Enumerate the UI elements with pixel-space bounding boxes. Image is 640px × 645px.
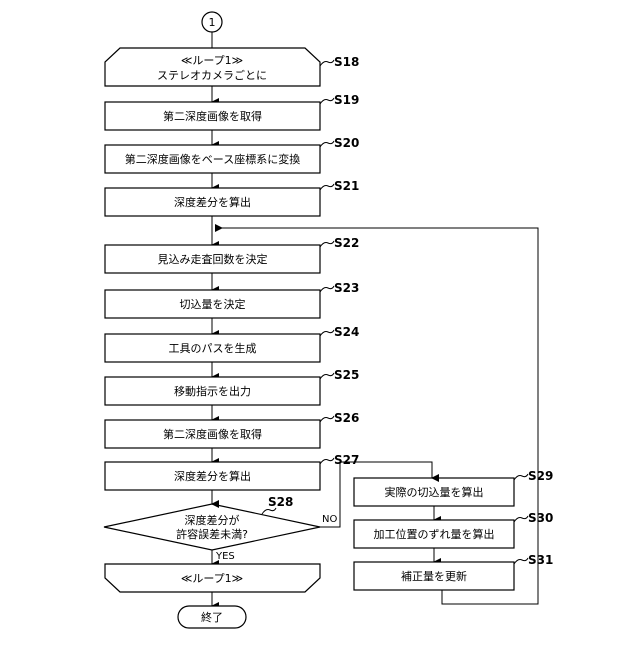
step-label-s21: S21 — [334, 179, 359, 193]
step-box-s24: 工具のパスを生成 — [105, 334, 320, 362]
step-box-s22: 見込み走査回数を決定 — [105, 245, 320, 273]
decision-line1: 深度差分が — [185, 513, 240, 527]
step-label-s26: S26 — [334, 411, 359, 425]
step-box-s23: 切込量を決定 — [105, 290, 320, 318]
step-box-s27-text: 深度差分を算出 — [174, 469, 251, 483]
loop-start-line1: ≪ループ1≫ — [181, 54, 243, 67]
step-label-s29: S29 — [528, 469, 553, 483]
step-label-s30: S30 — [528, 511, 553, 525]
step-label-s25: S25 — [334, 368, 359, 382]
decision-line2: 許容誤差未満? — [176, 527, 248, 541]
loop-end-box: ≪ループ1≫ — [105, 564, 320, 592]
decision-yes-label: YES — [215, 551, 235, 562]
end-terminal: 終了 — [178, 606, 246, 628]
decision-diamond: 深度差分が 許容誤差未満? — [104, 504, 320, 550]
step-box-s27: 深度差分を算出 — [105, 462, 320, 490]
step-label-s20: S20 — [334, 136, 359, 150]
step-box-s31: 補正量を更新 — [354, 562, 514, 590]
step-label-s22: S22 — [334, 236, 359, 250]
loop-start-line2: ステレオカメラごとに — [157, 68, 267, 82]
step-box-s26: 第二深度画像を取得 — [105, 420, 320, 448]
step-box-s23-text: 切込量を決定 — [180, 297, 246, 311]
end-text: 終了 — [201, 610, 223, 624]
step-label-s19: S19 — [334, 93, 359, 107]
step-box-s20: 第二深度画像をベース座標系に変換 — [105, 145, 320, 173]
step-box-s21: 深度差分を算出 — [105, 188, 320, 216]
decision-no-label: NO — [322, 514, 337, 525]
start-connector: 1 — [202, 12, 222, 32]
step-box-s22-text: 見込み走査回数を決定 — [158, 252, 268, 266]
step-label-s27: S27 — [334, 453, 359, 467]
step-label-s18: S18 — [334, 55, 359, 69]
step-box-s29: 実際の切込量を算出 — [354, 478, 514, 506]
step-box-s31-text: 補正量を更新 — [401, 569, 467, 583]
step-box-s24-text: 工具のパスを生成 — [169, 341, 257, 355]
step-box-s26-text: 第二深度画像を取得 — [163, 427, 262, 441]
step-box-s25-text: 移動指示を出力 — [174, 384, 251, 398]
step-box-s21-text: 深度差分を算出 — [174, 195, 251, 209]
step-box-s19-text: 第二深度画像を取得 — [163, 109, 262, 123]
loop-start-box: ≪ループ1≫ ステレオカメラごとに — [105, 48, 320, 86]
step-box-s29-text: 実際の切込量を算出 — [385, 485, 484, 499]
step-box-s19: 第二深度画像を取得 — [105, 102, 320, 130]
step-box-s30-text: 加工位置のずれ量を算出 — [374, 527, 495, 541]
step-box-s20-text: 第二深度画像をベース座標系に変換 — [125, 152, 300, 166]
step-box-s25: 移動指示を出力 — [105, 377, 320, 405]
step-label-s31: S31 — [528, 553, 553, 567]
svg-text:1: 1 — [209, 16, 216, 29]
loop-end-text: ≪ループ1≫ — [181, 572, 243, 585]
step-label-s23: S23 — [334, 281, 359, 295]
step-label-s28: S28 — [268, 495, 293, 509]
step-label-s24: S24 — [334, 325, 359, 339]
step-box-s30: 加工位置のずれ量を算出 — [354, 520, 514, 548]
